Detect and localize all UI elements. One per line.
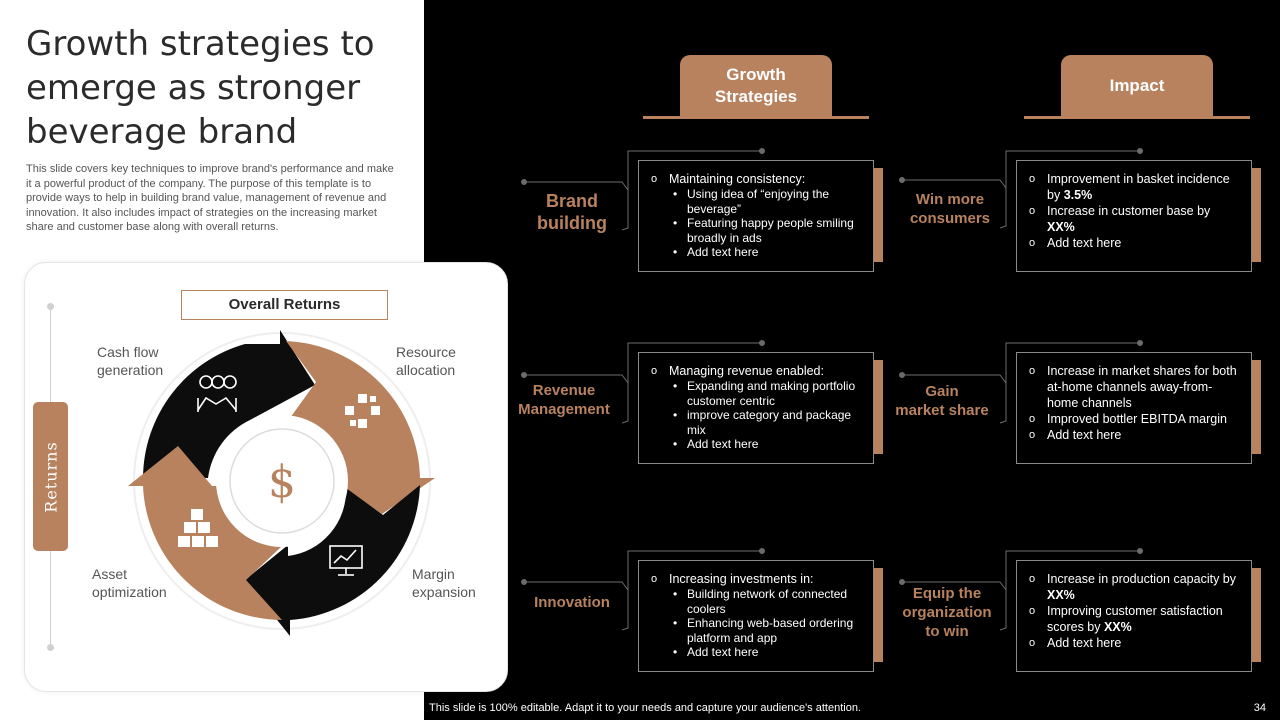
impact-item: Increase in customer base by XX%	[1029, 203, 1239, 235]
strategy-bullet: Featuring happy people smiling broadly i…	[651, 216, 861, 245]
impact-label-gain-market-share: Gain market share	[895, 383, 989, 419]
strategy-bullet: Add text here	[651, 437, 861, 452]
impact-item: Increase in market shares for both at-ho…	[1029, 363, 1239, 411]
strategy-bullet: Enhancing web-based ordering platform an…	[651, 616, 861, 645]
label-resource-allocation: Resource allocation	[396, 344, 456, 378]
overall-returns-header: Overall Returns	[181, 290, 388, 320]
impact-item: Improving customer satisfaction scores b…	[1029, 603, 1239, 635]
strategy-accent-bar	[874, 568, 883, 662]
strategy-heading: Increasing investments in:	[651, 571, 861, 587]
label-asset-optimization: Asset optimization	[92, 566, 167, 600]
strategy-box-innovation: Increasing investments in: Building netw…	[638, 560, 874, 672]
strategy-bullet: Expanding and making portfolio customer …	[651, 379, 861, 408]
strategy-heading: Managing revenue enabled:	[651, 363, 861, 379]
cycle-center-circle	[229, 428, 335, 534]
strategy-accent-bar	[874, 360, 883, 454]
impact-box-win-consumers: Improvement in basket incidence by 3.5% …	[1016, 160, 1252, 272]
page-number: 34	[1253, 702, 1266, 714]
monitor-chart-icon	[329, 545, 363, 576]
network-cubes-icon	[345, 394, 380, 428]
label-margin-expansion: Margin expansion	[412, 566, 476, 600]
slide-title: Growth strategies to emerge as stronger …	[26, 24, 375, 152]
impact-box-gain-market-share: Increase in market shares for both at-ho…	[1016, 352, 1252, 464]
strategy-bullet: Add text here	[651, 245, 861, 260]
impact-item: Add text here	[1029, 427, 1239, 443]
strategy-label-brand-building: Brand building	[537, 191, 607, 233]
label-cash-flow: Cash flow generation	[97, 344, 164, 378]
header-strategies-underline	[643, 116, 869, 119]
impact-item: Improved bottler EBITDA margin	[1029, 411, 1239, 427]
handshake-money-icon	[197, 375, 237, 412]
impact-accent-bar	[1252, 360, 1261, 454]
slide-description: This slide covers key techniques to impr…	[26, 163, 394, 233]
returns-side-bar: Returns	[33, 402, 68, 551]
strategy-label-revenue-management: Revenue Management	[518, 382, 610, 418]
axis-dot-top	[47, 303, 54, 310]
impact-item: Add text here	[1029, 235, 1239, 251]
impact-box-equip-organization: Increase in production capacity by XX% I…	[1016, 560, 1252, 672]
strategy-bullet: improve category and package mix	[651, 408, 861, 437]
impact-item: Add text here	[1029, 635, 1239, 651]
impact-label-win-consumers: Win more consumers	[909, 191, 991, 227]
quadrant-cash-flow	[143, 330, 315, 478]
quadrant-margin-expansion	[245, 485, 420, 636]
stacked-boxes-icon	[178, 509, 218, 547]
impact-item: Improvement in basket incidence by 3.5%	[1029, 171, 1239, 203]
strategy-bullet: Add text here	[651, 645, 861, 660]
strategy-heading: Maintaining consistency:	[651, 171, 861, 187]
strategy-box-brand-building: Maintaining consistency: Using idea of “…	[638, 160, 874, 272]
slide-footer: This slide is 100% editable. Adapt it to…	[429, 702, 861, 714]
header-impact-underline	[1024, 116, 1250, 119]
axis-dot-bottom	[47, 644, 54, 651]
header-impact: Impact	[1061, 55, 1213, 117]
impact-label-equip-organization: Equip the organization to win	[902, 585, 992, 640]
impact-item: Increase in production capacity by XX%	[1029, 571, 1239, 603]
strategy-accent-bar	[874, 168, 883, 262]
strategy-label-innovation: Innovation	[534, 594, 610, 611]
impact-accent-bar	[1252, 568, 1261, 662]
strategy-bullet: Building network of connected coolers	[651, 587, 861, 616]
impact-accent-bar	[1252, 168, 1261, 262]
header-growth-strategies: Growth Strategies	[680, 55, 832, 117]
strategy-bullet: Using idea of “enjoying the beverage”	[651, 187, 861, 216]
dollar-symbol: $	[268, 457, 296, 508]
strategy-box-revenue-management: Managing revenue enabled: Expanding and …	[638, 352, 874, 464]
